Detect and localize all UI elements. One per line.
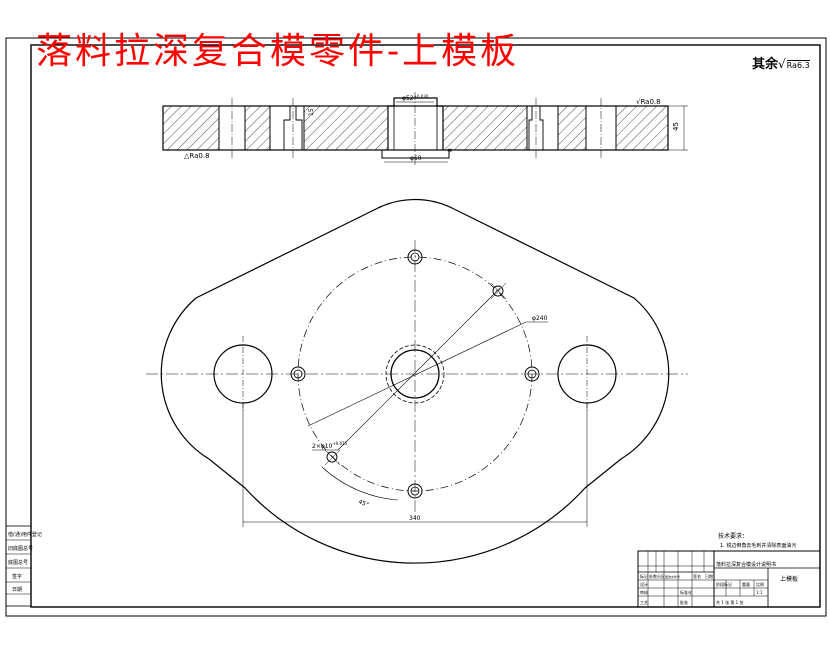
title-block-col-label-2: 比例 [756,581,764,587]
title-block-process: 工艺 [640,600,648,605]
title-block-sheet: 共 1 张 第 1 张 [716,599,743,605]
title-block-row-label-0: 标记 [640,573,648,579]
drawing-title: 落料拉深复合模零件-上模板 [36,31,520,72]
tech-notes: 技术要求： 1. 锐边倒角去毛刺并清除表面油污 [718,532,796,549]
title-block-approver: 批准 [680,599,688,605]
title-block-col-label-1: 重量 [742,581,750,587]
roughness-section-left: △Ra0.8 [184,152,210,160]
title-block-standard: 标准化 [680,589,692,595]
section-view: 45 φ52+0.030 φ50 15 8 √Ra0.8 △Ra0.8 [162,92,688,165]
title-block-col-label-0: 阶段标记 [716,581,732,587]
bottom-dim: φ50 [410,155,422,162]
outer-frame [5,37,827,617]
title-block-row-label-4: 签名 [693,573,701,579]
inner-frame [30,44,821,608]
tech-notes-line1: 1. 锐边倒角去毛刺并清除表面油污 [720,542,796,549]
roughness-corner: 其余√Ra6.3 [752,53,810,72]
title-block-row-label-1: 处数 [649,573,657,579]
plan-view: φ240 2×φ10+0.015 45° 340 [146,198,688,564]
title-block: 落料拉深复合模设计说明书 上模板 标记 处数 分区 更改文件号 签名 日期 设计… [637,550,821,608]
roughness-section-right: √Ra0.8 [636,98,661,106]
side-strip-item-0: 借(通)用件登记 [8,531,42,538]
title-block-part-name: 上模板 [780,575,798,583]
top-dim: φ52+0.030 [402,94,429,102]
width-dim: 340 [409,515,421,522]
side-strip-item-4: 日期 [12,587,22,593]
title-block-checker: 审核 [640,589,648,595]
side-strip: 借(通)用件登记 旧底图总号 底图总号 签字 日期 [5,525,42,607]
title-block-scale: 1:1 [756,590,763,595]
angle-dim: 45° [357,498,369,508]
side-strip-item-1: 旧底图总号 [8,545,33,552]
roughness-corner-value: Ra6.3 [786,60,810,70]
title-block-subtitle: 落料拉深复合模设计说明书 [716,561,776,568]
side-strip-item-3: 签字 [12,573,22,580]
title-block-row-label-2: 分区 [657,573,665,579]
roughness-corner-prefix: 其余 [752,57,779,72]
title-block-row-label-3: 更改文件号 [665,574,680,579]
hole-dim: 2×φ10+0.015 [312,441,348,450]
side-strip-item-2: 底图总号 [8,559,28,566]
roughness-check-icon: √ [778,57,786,71]
circle-dim: φ240 [532,315,548,322]
tech-notes-heading: 技术要求： [718,532,748,540]
counterbore-dim: 15 [308,108,315,116]
step-dim: 8 [447,148,454,152]
title-block-designer: 设计 [640,581,648,587]
height-dim: 45 [672,122,680,131]
title-block-row-label-5: 日期 [705,573,713,579]
